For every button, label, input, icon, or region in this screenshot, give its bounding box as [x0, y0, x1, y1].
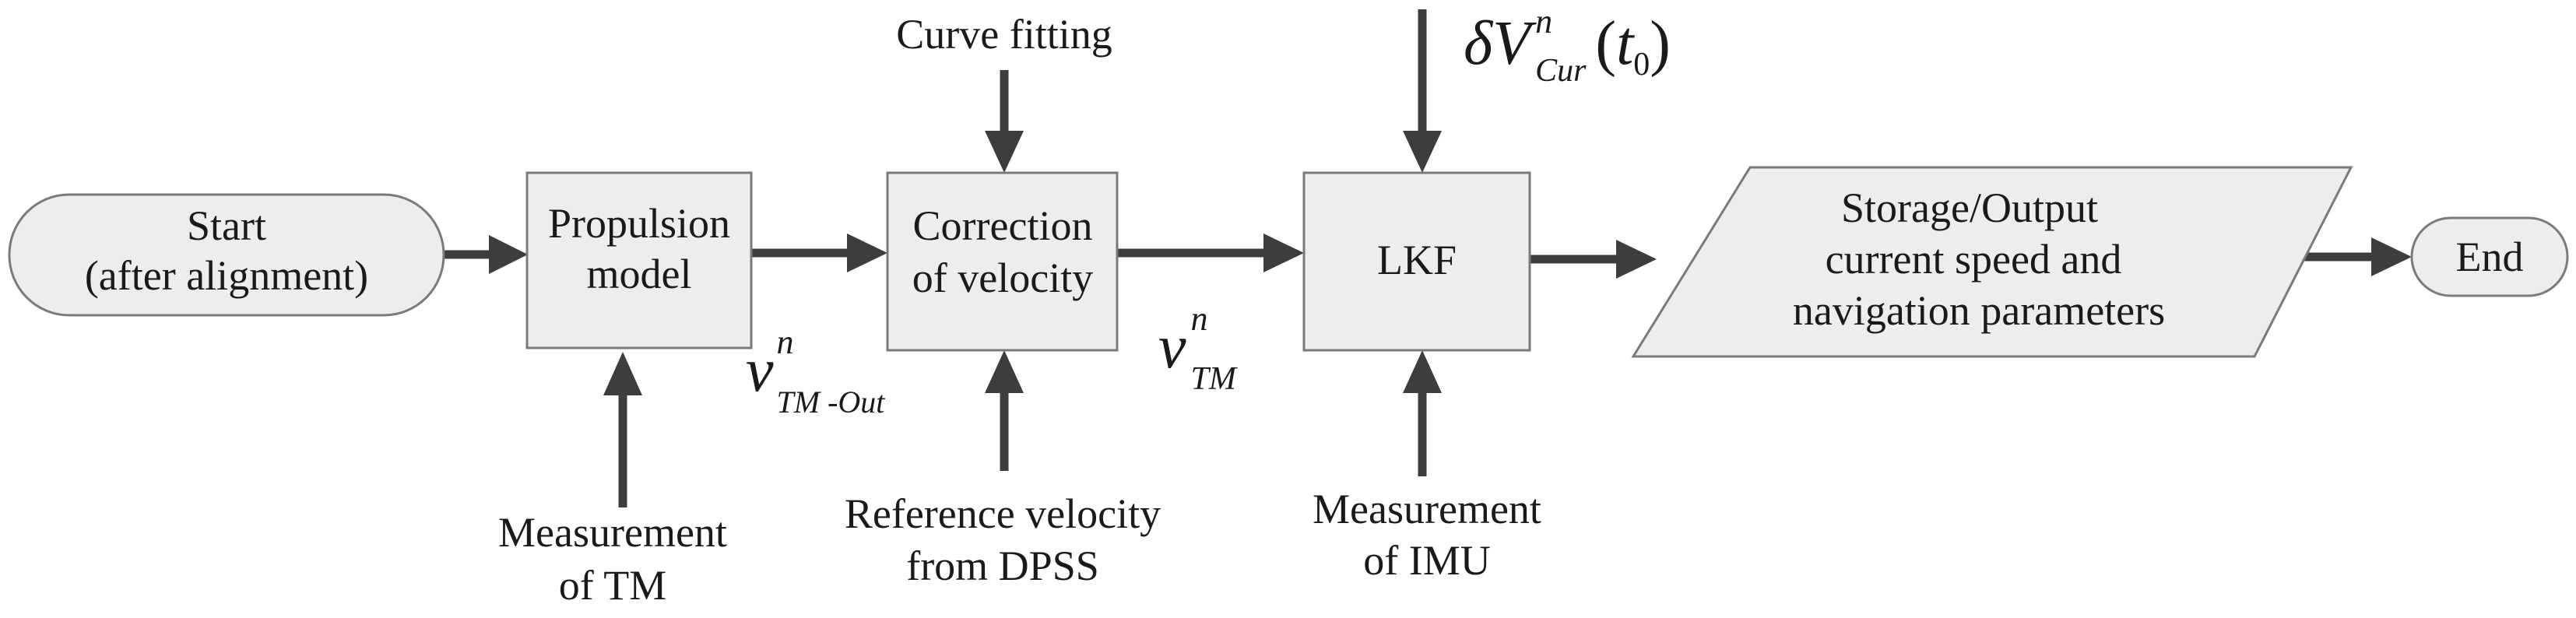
v-tm-superscript: n	[1191, 300, 1208, 338]
v-tm-subscript: TM	[1191, 361, 1238, 397]
delta-v-superscript: n	[1535, 2, 1552, 40]
measurement-imu-label-line-1: Measurement	[1313, 486, 1541, 532]
v-tm-out-superscript: n	[777, 323, 794, 361]
arrowhead-storage-to-end	[2371, 237, 2412, 276]
measurement-imu-label-line-2: of IMU	[1363, 537, 1490, 584]
v-tm-out-base: v	[746, 336, 774, 405]
lkf-label: LKF	[1377, 237, 1457, 283]
v-tm-out-subscript: TM -Out	[777, 384, 886, 420]
arrowhead-lkf-to-storage	[1616, 240, 1657, 279]
node-start: Start (after alignment)	[8, 193, 445, 317]
node-propulsion-model: Propulsion model	[525, 171, 753, 349]
delta-v-arg-close: )	[1650, 9, 1671, 78]
end-label: End	[2456, 234, 2524, 280]
delta-v-subscript: Cur	[1535, 53, 1587, 89]
curve-fitting-label: Curve fitting	[896, 11, 1112, 58]
arrowhead-start-to-propulsion	[489, 235, 528, 274]
arrowhead-reference-velocity-up	[985, 350, 1024, 393]
lkf-box	[1302, 171, 1531, 352]
propulsion-model-box	[525, 171, 753, 349]
end-terminator-shape	[2410, 216, 2569, 297]
measurement-tm-label-line-1: Measurement	[498, 509, 727, 556]
arrowhead-curve-fitting-down	[985, 131, 1024, 173]
reference-velocity-label-line-2: from DPSS	[906, 543, 1099, 589]
flow-arrows	[444, 234, 2412, 279]
arrowhead-measurement-imu-up	[1403, 350, 1442, 393]
propulsion-label-line-1: Propulsion	[548, 200, 730, 247]
arrowhead-propulsion-to-correction	[847, 234, 887, 272]
start-label-line-1: Start	[187, 202, 266, 249]
start-label-line-2: (after alignment)	[85, 252, 368, 299]
arrowhead-measurement-tm-up	[603, 352, 642, 395]
input-arrows	[603, 9, 1442, 507]
correction-of-velocity-box	[886, 171, 1119, 352]
propulsion-label-line-2: model	[587, 251, 692, 297]
arrowhead-correction-to-lkf	[1263, 234, 1304, 272]
start-terminator-shape	[8, 193, 445, 317]
delta-v-arg: t	[1616, 9, 1635, 78]
correction-label-line-1: Correction	[913, 202, 1093, 249]
storage-label-line-2: current speed and	[1826, 236, 2122, 283]
node-end: End	[2410, 216, 2569, 297]
delta-v-base: δV	[1464, 9, 1537, 78]
correction-label-line-2: of velocity	[912, 255, 1093, 301]
storage-label-line-3: navigation parameters	[1793, 287, 2165, 334]
measurement-tm-label-line-2: of TM	[559, 562, 667, 609]
node-correction-of-velocity: Correction of velocity	[886, 171, 1119, 352]
delta-v-arg-open: (	[1595, 9, 1616, 78]
node-lkf: LKF	[1302, 171, 1531, 352]
storage-output-parallelogram	[1631, 166, 2353, 358]
node-storage-output: Storage/Output current speed and navigat…	[1631, 166, 2353, 358]
v-tm-out-symbol: vn TM -Out	[746, 323, 885, 420]
delta-v-arg-subscript: 0	[1633, 47, 1650, 83]
reference-velocity-label-line-1: Reference velocity	[845, 490, 1161, 537]
storage-label-line-1: Storage/Output	[1841, 184, 2098, 231]
v-tm-base: v	[1158, 313, 1186, 381]
arrowhead-delta-v-down	[1403, 131, 1442, 173]
